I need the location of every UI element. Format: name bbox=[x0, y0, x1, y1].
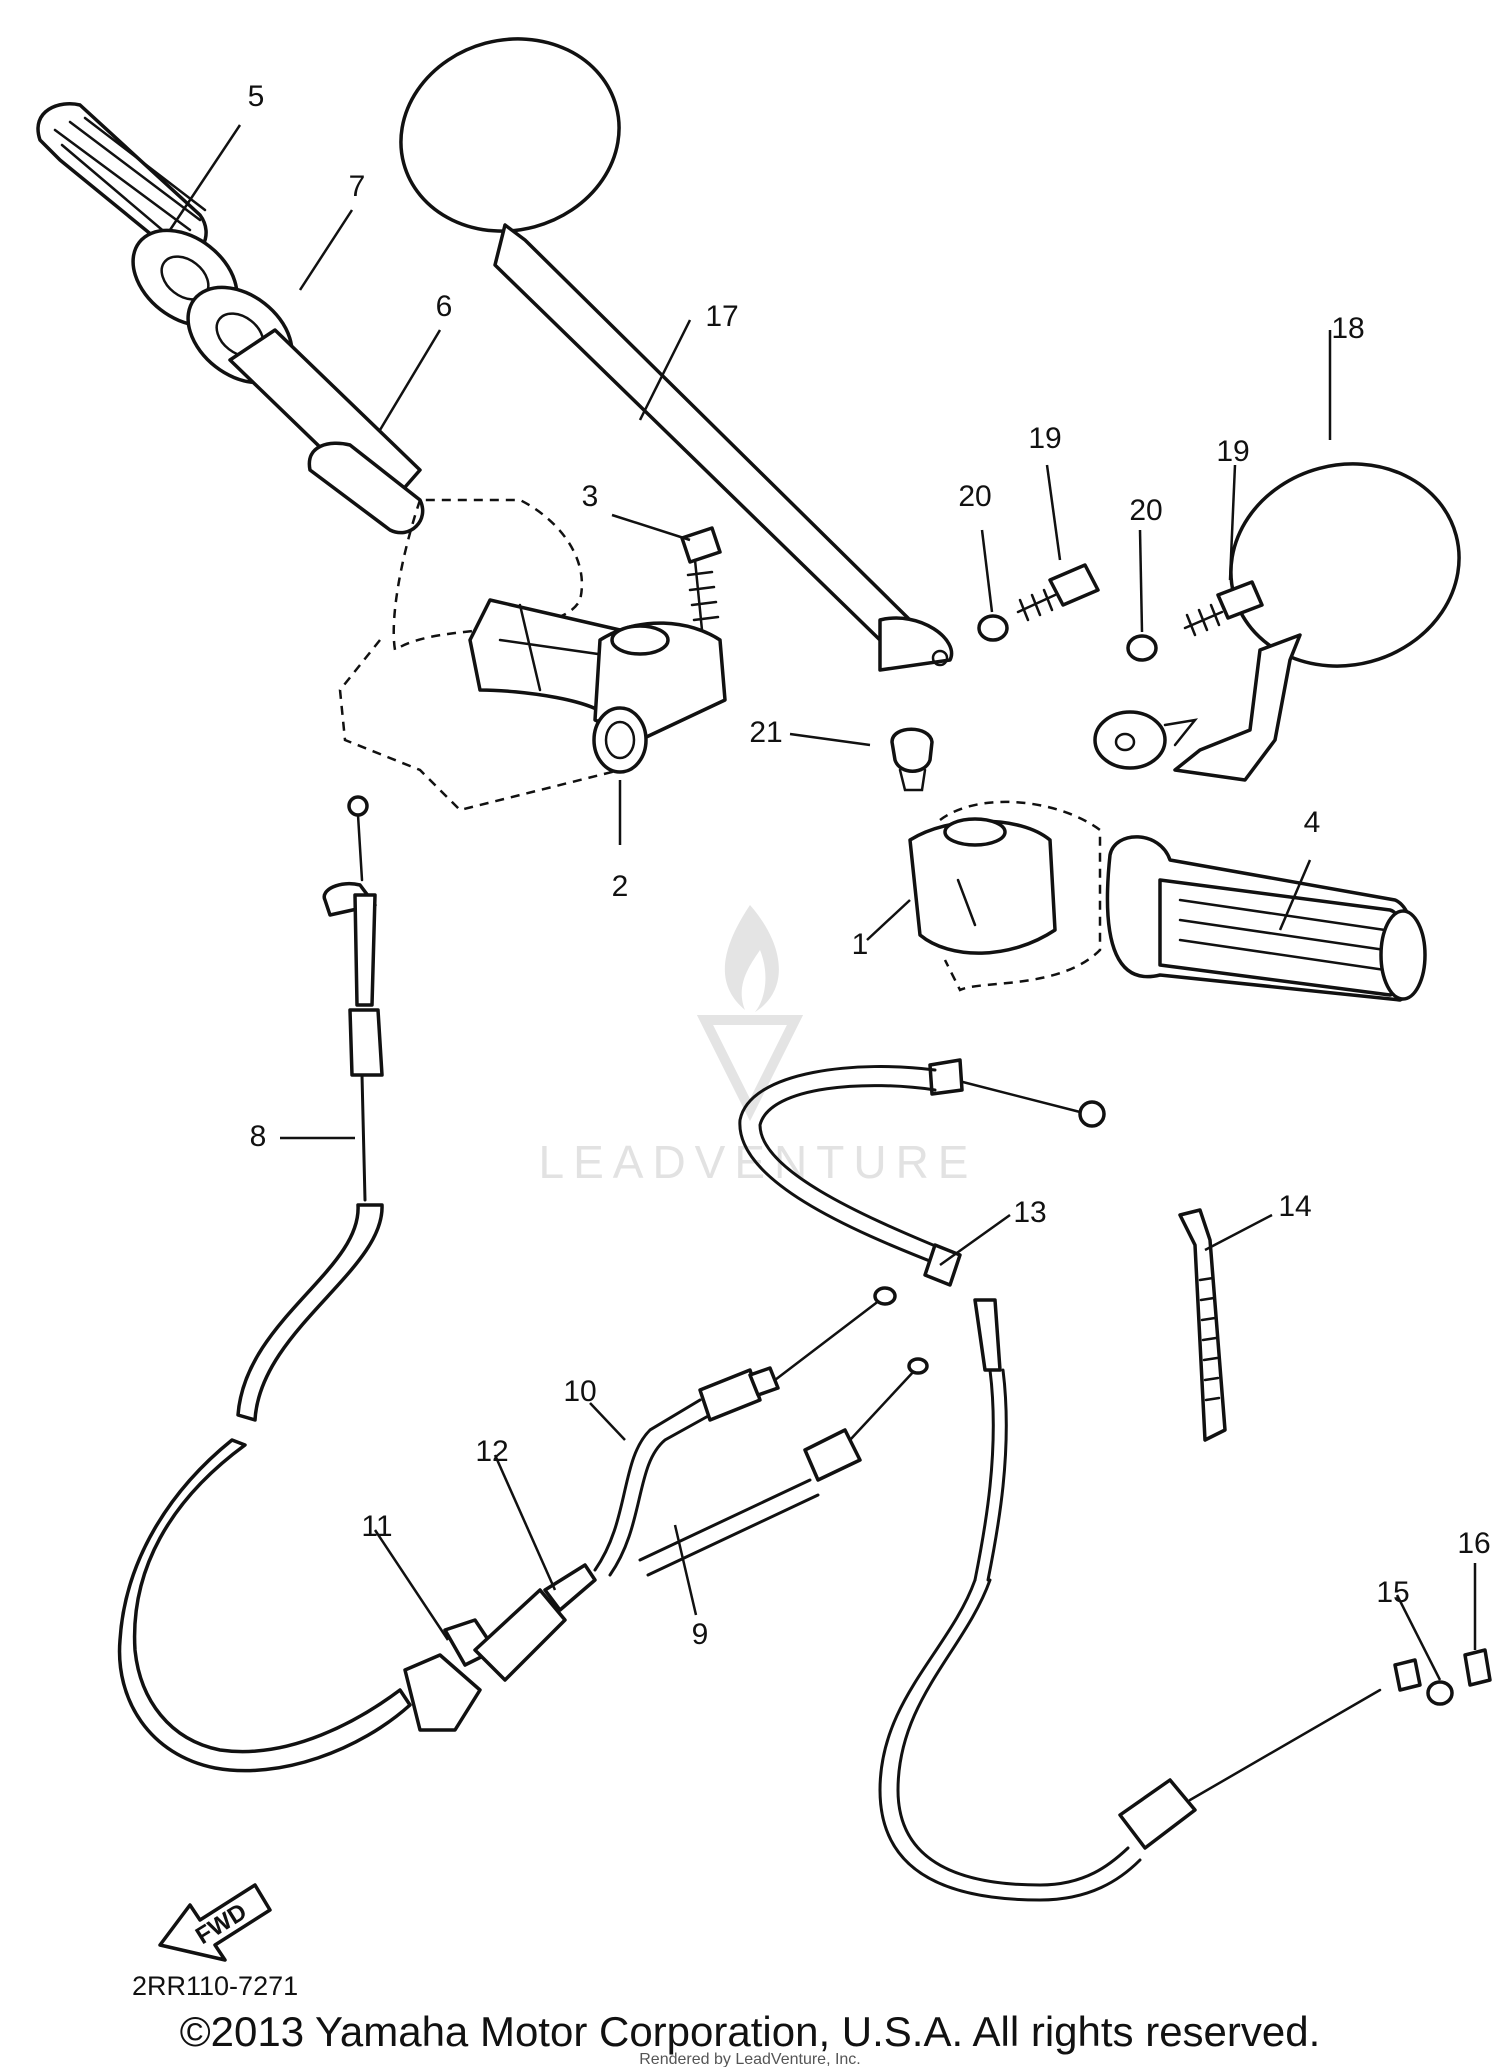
callout-15: 15 bbox=[1376, 1576, 1409, 1609]
watermark-text: LEADVENTURE bbox=[539, 1136, 978, 1188]
callout-16: 16 bbox=[1457, 1527, 1490, 1560]
callout-10: 10 bbox=[563, 1375, 596, 1408]
nut-16 bbox=[1463, 1648, 1492, 1687]
right-mirror-18 bbox=[1093, 462, 1461, 782]
watermark-v-icon bbox=[696, 1015, 804, 1122]
cap-21 bbox=[890, 727, 934, 773]
left-grip-assembly bbox=[36, 102, 425, 535]
callout-21: 21 bbox=[749, 716, 782, 749]
callout-19-left: 19 bbox=[1028, 422, 1061, 455]
hardware bbox=[890, 563, 1264, 792]
callout-4: 4 bbox=[1304, 806, 1321, 839]
throttle-housing bbox=[338, 498, 727, 812]
throttle-cables bbox=[403, 1286, 929, 1732]
callouts: 1 2 3 4 5 6 7 8 9 10 11 12 13 14 15 16 1… bbox=[248, 80, 1491, 1651]
cable-13 bbox=[738, 1058, 1422, 1902]
cable-13-adjuster bbox=[1118, 1778, 1197, 1850]
callout-5: 5 bbox=[248, 80, 265, 113]
washer-20-left bbox=[977, 614, 1009, 642]
watermark: LEADVENTURE bbox=[539, 905, 978, 1188]
washer-20-right bbox=[1126, 634, 1158, 662]
mirror-head-right bbox=[1229, 462, 1461, 668]
junction-12 bbox=[473, 1588, 567, 1682]
callout-20-right: 20 bbox=[1129, 494, 1162, 527]
left-mirror-17 bbox=[399, 37, 954, 672]
leader-lines bbox=[168, 124, 1477, 1681]
callout-2: 2 bbox=[612, 870, 629, 903]
callout-14: 14 bbox=[1278, 1190, 1311, 1223]
callout-8: 8 bbox=[250, 1120, 267, 1153]
grip-end bbox=[1379, 909, 1427, 1001]
mirror-stem-left bbox=[493, 223, 912, 642]
screw-3 bbox=[680, 526, 722, 564]
cable-8-sheath bbox=[236, 1203, 384, 1422]
cable-8 bbox=[117, 795, 412, 1773]
washer-15 bbox=[1426, 1680, 1454, 1706]
callout-9: 9 bbox=[692, 1618, 709, 1651]
mirror-base-right bbox=[1093, 710, 1167, 770]
callout-12: 12 bbox=[475, 1435, 508, 1468]
callout-6: 6 bbox=[436, 290, 453, 323]
callout-19-right: 19 bbox=[1216, 435, 1249, 468]
callout-20-left: 20 bbox=[958, 480, 991, 513]
rendered-by-note: Rendered by LeadVenture, Inc. bbox=[639, 2051, 861, 2067]
callout-11: 11 bbox=[361, 1510, 392, 1543]
mirror-stem-right bbox=[1173, 633, 1302, 782]
right-grip-assembly bbox=[908, 800, 1427, 1002]
cable-tie-14 bbox=[1178, 1208, 1227, 1442]
callout-7: 7 bbox=[349, 170, 366, 203]
adjuster-11 bbox=[403, 1653, 482, 1732]
callout-1: 1 bbox=[852, 928, 869, 961]
watermark-flame-icon bbox=[724, 905, 779, 1012]
callout-18: 18 bbox=[1331, 312, 1364, 345]
callout-17: 17 bbox=[705, 300, 738, 333]
diagram-code: 2RR110-7271 bbox=[132, 1971, 298, 2001]
cable-13-loop bbox=[738, 1065, 942, 1267]
callout-3: 3 bbox=[582, 480, 599, 513]
callout-13: 13 bbox=[1013, 1196, 1046, 1229]
mirror-head-left bbox=[399, 37, 621, 233]
copyright-notice: ©2013 Yamaha Motor Corporation, U.S.A. A… bbox=[179, 2008, 1321, 2055]
cable-9 bbox=[638, 1478, 820, 1577]
fwd-arrow-icon: FWD bbox=[158, 1883, 272, 1962]
bolt-19-right bbox=[1216, 580, 1264, 620]
housing-tube-end bbox=[592, 706, 648, 774]
bolt-19-left bbox=[1048, 563, 1100, 607]
cable-10 bbox=[593, 1398, 702, 1572]
